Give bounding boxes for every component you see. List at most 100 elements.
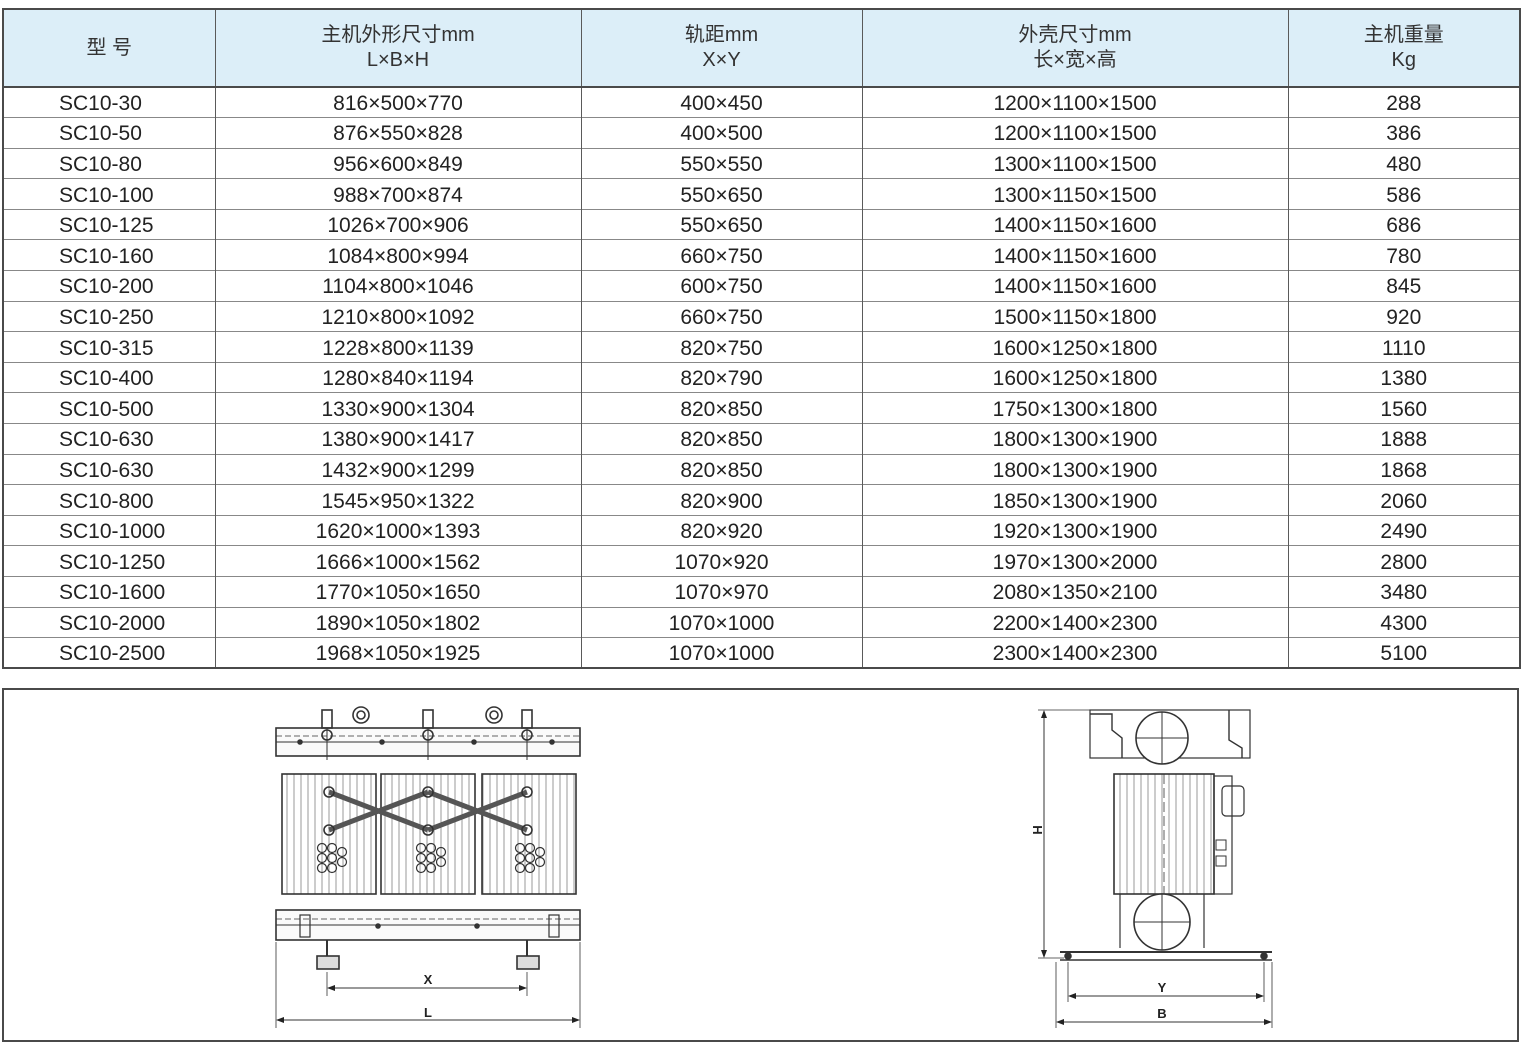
cell-model: SC10-50 <box>3 117 215 149</box>
dim-label-y: Y <box>1158 980 1167 995</box>
cell-host-weight: 480 <box>1287 147 1520 179</box>
cell-enclosure-dimensions: 2300×1400×2300 <box>861 637 1288 669</box>
cell-track-gauge: 1070×970 <box>580 576 862 608</box>
cell-enclosure-dimensions: 1850×1300×1900 <box>861 484 1288 516</box>
cell-model: SC10-315 <box>3 331 215 363</box>
cell-host-dimensions: 1330×900×1304 <box>214 392 581 424</box>
cell-model: SC10-80 <box>3 147 215 179</box>
cell-model: SC10-630 <box>3 453 215 485</box>
cell-host-weight: 2490 <box>1287 514 1520 546</box>
cell-host-weight: 1380 <box>1287 361 1520 393</box>
cell-host-dimensions: 1666×1000×1562 <box>214 545 581 577</box>
cell-model: SC10-30 <box>3 86 215 118</box>
cell-track-gauge: 820×790 <box>580 361 862 393</box>
cell-model: SC10-1250 <box>3 545 215 577</box>
cell-enclosure-dimensions: 1300×1150×1500 <box>861 178 1288 210</box>
cell-host-dimensions: 816×500×770 <box>214 86 581 118</box>
cell-host-weight: 1560 <box>1287 392 1520 424</box>
drawings-svg: X L <box>275 706 1273 1028</box>
cell-model: SC10-1600 <box>3 576 215 608</box>
cell-enclosure-dimensions: 1200×1100×1500 <box>861 86 1288 118</box>
cell-track-gauge: 660×750 <box>580 300 862 332</box>
cell-host-weight: 4300 <box>1287 606 1520 638</box>
cell-model: SC10-100 <box>3 178 215 210</box>
cell-host-dimensions: 956×600×849 <box>214 147 581 179</box>
cell-model: SC10-400 <box>3 361 215 393</box>
cell-model: SC10-160 <box>3 239 215 271</box>
cell-model: SC10-800 <box>3 484 215 516</box>
cell-model: SC10-250 <box>3 300 215 332</box>
cell-track-gauge: 820×920 <box>580 514 862 546</box>
cell-host-dimensions: 1380×900×1417 <box>214 423 581 455</box>
cell-host-dimensions: 1432×900×1299 <box>214 453 581 485</box>
cell-model: SC10-1000 <box>3 514 215 546</box>
cell-host-dimensions: 1104×800×1046 <box>214 270 581 302</box>
cell-track-gauge: 550×650 <box>580 178 862 210</box>
cell-host-weight: 780 <box>1287 239 1520 271</box>
cell-host-dimensions: 1026×700×906 <box>214 208 581 240</box>
cell-track-gauge: 1070×1000 <box>580 606 862 638</box>
cell-host-dimensions: 1280×840×1194 <box>214 361 581 393</box>
cell-track-gauge: 600×750 <box>580 270 862 302</box>
cell-enclosure-dimensions: 1800×1300×1900 <box>861 453 1288 485</box>
cell-enclosure-dimensions: 1920×1300×1900 <box>861 514 1288 546</box>
cell-enclosure-dimensions: 1800×1300×1900 <box>861 423 1288 455</box>
dim-label-h: H <box>1030 825 1045 834</box>
cell-host-dimensions: 1210×800×1092 <box>214 300 581 332</box>
cell-track-gauge: 550×650 <box>580 208 862 240</box>
cell-host-weight: 2060 <box>1287 484 1520 516</box>
dim-label-x: X <box>424 972 433 987</box>
cell-model: SC10-500 <box>3 392 215 424</box>
cell-host-weight: 1110 <box>1287 331 1520 363</box>
cell-host-weight: 586 <box>1287 178 1520 210</box>
cell-host-dimensions: 1770×1050×1650 <box>214 576 581 608</box>
drawing-panel: X L <box>2 688 1519 1042</box>
cell-model: SC10-630 <box>3 423 215 455</box>
cell-model: SC10-2500 <box>3 637 215 669</box>
cell-host-dimensions: 988×700×874 <box>214 178 581 210</box>
cell-model: SC10-125 <box>3 208 215 240</box>
cell-host-dimensions: 876×550×828 <box>214 117 581 149</box>
cell-track-gauge: 400×450 <box>580 86 862 118</box>
cell-host-dimensions: 1084×800×994 <box>214 239 581 271</box>
cell-host-dimensions: 1890×1050×1802 <box>214 606 581 638</box>
header-model: 型 号 <box>3 9 215 88</box>
cell-enclosure-dimensions: 2200×1400×2300 <box>861 606 1288 638</box>
cell-enclosure-dimensions: 1200×1100×1500 <box>861 117 1288 149</box>
cell-host-dimensions: 1620×1000×1393 <box>214 514 581 546</box>
cell-enclosure-dimensions: 1750×1300×1800 <box>861 392 1288 424</box>
cell-host-weight: 5100 <box>1287 637 1520 669</box>
cell-host-weight: 2800 <box>1287 545 1520 577</box>
cell-enclosure-dimensions: 1400×1150×1600 <box>861 239 1288 271</box>
cell-track-gauge: 820×900 <box>580 484 862 516</box>
cell-track-gauge: 820×850 <box>580 423 862 455</box>
cell-enclosure-dimensions: 2080×1350×2100 <box>861 576 1288 608</box>
cell-track-gauge: 820×750 <box>580 331 862 363</box>
cell-enclosure-dimensions: 1500×1150×1800 <box>861 300 1288 332</box>
cell-model: SC10-2000 <box>3 606 215 638</box>
cell-track-gauge: 550×550 <box>580 147 862 179</box>
cell-model: SC10-200 <box>3 270 215 302</box>
